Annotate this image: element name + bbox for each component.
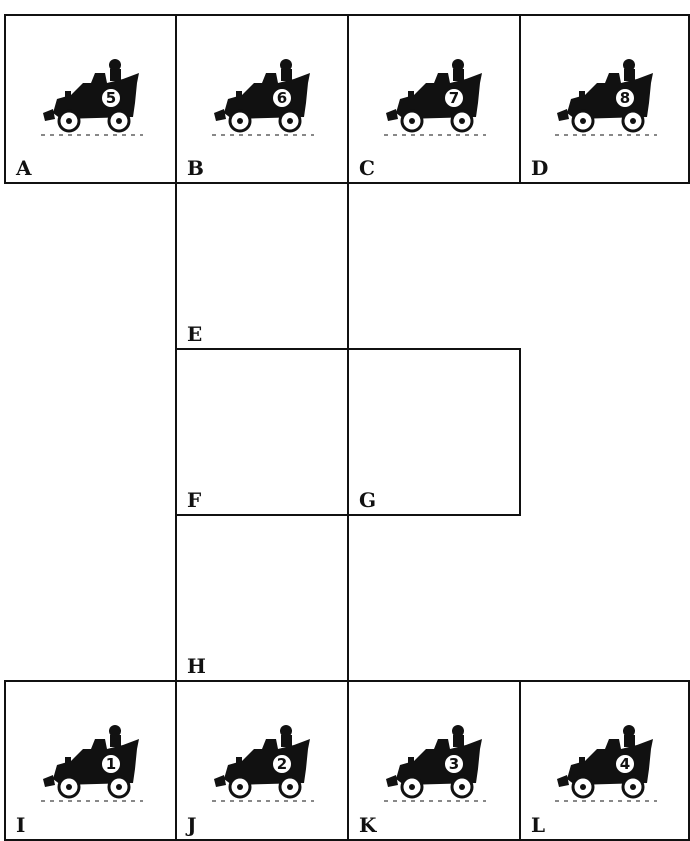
car-number: 6 [277, 89, 287, 107]
cell-label: A [16, 156, 32, 180]
car-icon[interactable]: 4 [545, 709, 665, 809]
cell-d[interactable]: 8 D [519, 14, 690, 184]
car-icon[interactable]: 5 [31, 43, 151, 143]
car-number: 8 [619, 89, 629, 107]
car-icon[interactable]: 8 [545, 43, 665, 143]
cell-label: H [187, 654, 206, 678]
car-number: 2 [277, 755, 287, 773]
cell-label: I [16, 813, 26, 837]
cell-e[interactable]: E [175, 182, 349, 350]
cell-g[interactable]: G [347, 348, 521, 516]
cell-label: E [187, 322, 203, 346]
cell-a[interactable]: 5 A [4, 14, 177, 184]
car-icon[interactable]: 6 [202, 43, 322, 143]
car-number: 5 [105, 89, 115, 107]
cell-label: C [359, 156, 375, 180]
cell-b[interactable]: 6 B [175, 14, 349, 184]
car-icon[interactable]: 1 [31, 709, 151, 809]
cell-label: D [531, 156, 549, 180]
cell-l[interactable]: 4 L [519, 680, 690, 841]
car-icon[interactable]: 2 [202, 709, 322, 809]
cell-label: B [187, 156, 204, 180]
cell-j[interactable]: 2 J [175, 680, 349, 841]
cell-f[interactable]: F [175, 348, 349, 516]
car-icon[interactable]: 3 [374, 709, 494, 809]
cell-label: L [531, 813, 546, 837]
cell-i[interactable]: 1 I [4, 680, 177, 841]
cell-label: G [359, 488, 377, 512]
cell-label: J [187, 813, 197, 837]
car-number: 4 [619, 755, 629, 773]
cell-label: K [359, 813, 377, 837]
cell-k[interactable]: 3 K [347, 680, 521, 841]
cell-label: F [187, 488, 202, 512]
driver [109, 59, 121, 81]
car-icon[interactable]: 7 [374, 43, 494, 143]
car-number: 7 [449, 89, 459, 107]
cell-h[interactable]: H [175, 514, 349, 682]
cell-c[interactable]: 7 C [347, 14, 521, 184]
car-number: 3 [449, 755, 459, 773]
car-number: 1 [105, 755, 115, 773]
